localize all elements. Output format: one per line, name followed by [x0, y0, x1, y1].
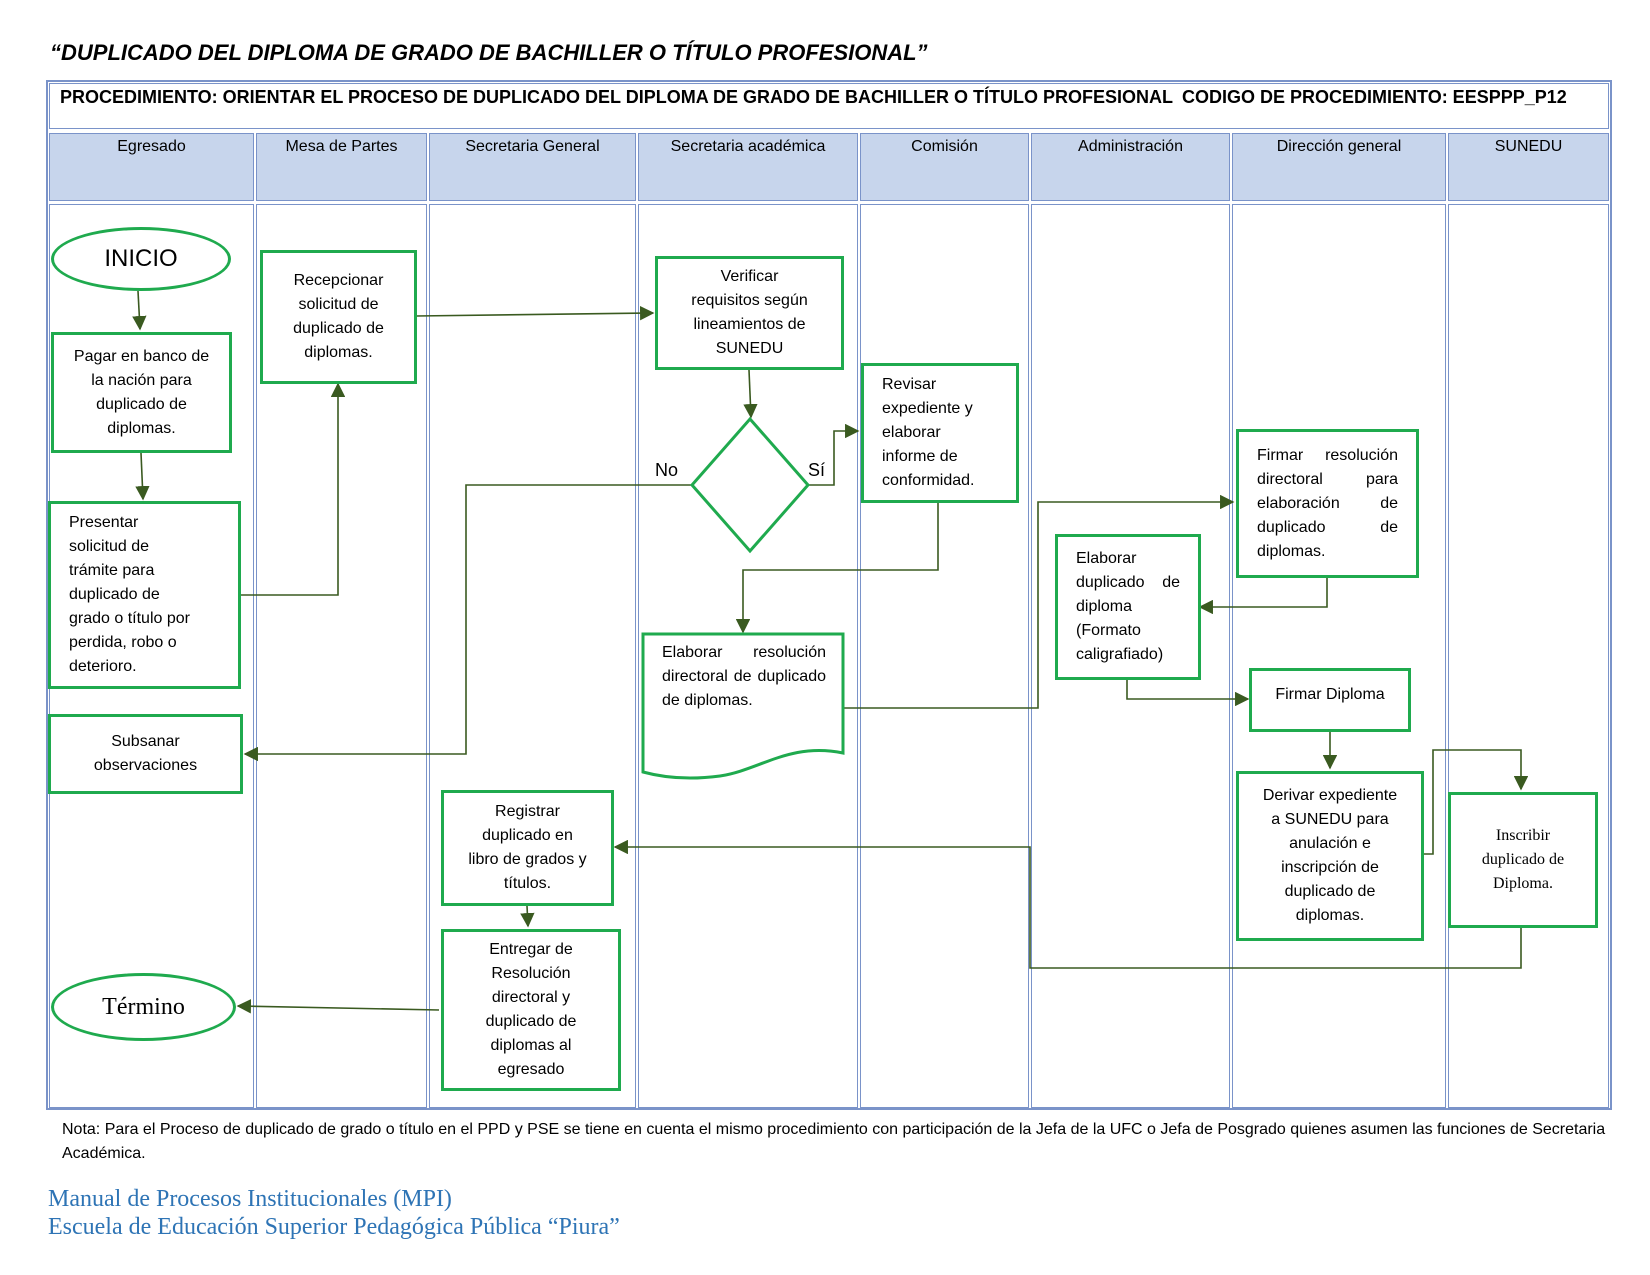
recepcionar-solicitud-node: Recepcionar solicitud de duplicado de di…: [260, 250, 417, 384]
verificar-requisitos-node: Verificar requisitos según lineamientos …: [655, 256, 844, 370]
lane-header-comision: Comisión: [860, 133, 1029, 201]
pagar-banco-node: Pagar en banco de la nación para duplica…: [51, 332, 232, 453]
decision-no-label: No: [655, 460, 679, 480]
decision-si-label: Sí: [808, 460, 826, 480]
elaborar-resolucion-node: Elaborar resolución directoral de duplic…: [662, 644, 826, 709]
revisar-expediente-node: Revisar expediente y elaborar informe de…: [861, 363, 1019, 503]
lane-header-direccion-general: Dirección general: [1232, 133, 1446, 201]
footer-manual-title: Manual de Procesos Institucionales (MPI): [48, 1186, 452, 1212]
termino-node: Término: [51, 973, 236, 1041]
lane-header-secretaria-general: Secretaria General: [429, 133, 636, 201]
procedure-code: CODIGO DE PROCEDIMIENTO: EESPPP_P12: [1182, 87, 1567, 107]
inicio-node: INICIO: [51, 227, 231, 291]
derivar-expediente-node: Derivar expediente a SUNEDU para anulaci…: [1236, 771, 1424, 941]
procedure-label: PROCEDIMIENTO: ORIENTAR EL PROCESO DE DU…: [60, 87, 1174, 107]
lane-comision: [860, 204, 1029, 1108]
registrar-duplicado-node: Registrar duplicado en libro de grados y…: [441, 790, 614, 906]
lane-direccion-general: [1232, 204, 1446, 1108]
document-title: “DUPLICADO DEL DIPLOMA DE GRADO DE BACHI…: [50, 40, 928, 65]
subsanar-observaciones-node: Subsanar observaciones: [48, 714, 243, 794]
lane-header-egresado: Egresado: [49, 133, 254, 201]
entregar-resolucion-node: Entregar de Resolución directoral y dupl…: [441, 929, 621, 1091]
flowchart-frame: [46, 80, 1612, 1110]
lane-header-sunedu: SUNEDU: [1448, 133, 1609, 201]
firmar-diploma-node: Firmar Diploma: [1249, 668, 1411, 732]
inscribir-duplicado-node: Inscribir duplicado de Diploma.: [1448, 792, 1598, 928]
lane-header-mesa-de-partes: Mesa de Partes: [256, 133, 427, 201]
elaborar-duplicado-node: Elaborar duplicado de diploma (Formato c…: [1055, 534, 1201, 680]
lane-header-secretaria-academica: Secretaria académica: [638, 133, 858, 201]
firmar-resolucion-node: Firmar resolución directoral para elabor…: [1236, 429, 1419, 578]
footer-institution-name: Escuela de Educación Superior Pedagógica…: [48, 1214, 620, 1240]
lane-sunedu: [1448, 204, 1609, 1108]
lane-header-administracion: Administración: [1031, 133, 1230, 201]
footnote: Nota: Para el Proceso de duplicado de gr…: [62, 1121, 1606, 1162]
presentar-solicitud-node: Presentar solicitud de trámite para dupl…: [48, 501, 241, 689]
procedure-bar: [49, 83, 1609, 129]
